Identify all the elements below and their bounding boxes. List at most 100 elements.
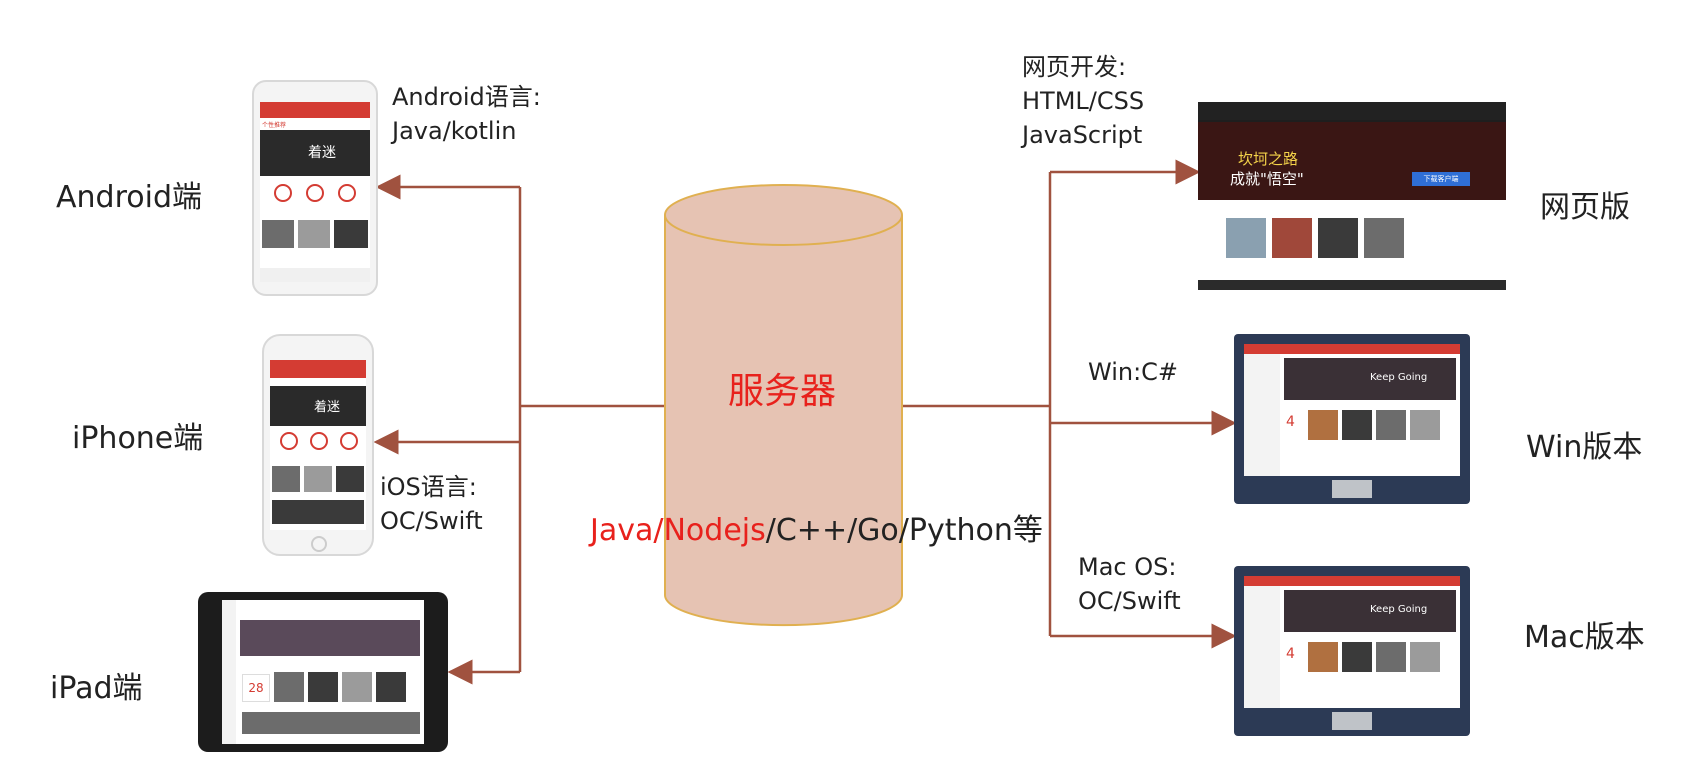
ipad-sidebar xyxy=(222,600,236,744)
album-thumb xyxy=(1318,218,1358,258)
android-tab: 个性推荐 xyxy=(262,122,287,129)
mac-label: Mac版本 xyxy=(1524,620,1645,655)
playlist-thumb xyxy=(308,672,338,702)
android-note-line2: Java/kotlin xyxy=(392,117,517,145)
mac-monitor-mockup: Keep Going 4 xyxy=(1234,566,1470,736)
win-screen: Keep Going 4 xyxy=(1244,344,1460,476)
playlist-thumb xyxy=(262,220,294,248)
web-mockup: 坎坷之路 成就"悟空" 下载客户端 xyxy=(1198,102,1506,290)
daily-recommend-icon xyxy=(306,184,324,202)
web-note-line3: JavaScript xyxy=(1022,121,1143,149)
private-fm-icon xyxy=(280,432,298,450)
web-label: 网页版 xyxy=(1540,190,1630,225)
ipad-screen: 28 xyxy=(222,600,424,744)
web-content xyxy=(1198,200,1506,280)
win-monitor-stand xyxy=(1332,480,1372,498)
playlist-thumb xyxy=(376,672,406,702)
android-banner: 着迷 xyxy=(260,130,370,176)
win-day: 4 xyxy=(1286,414,1295,430)
album-thumb xyxy=(1364,218,1404,258)
ranking-icon xyxy=(338,184,356,202)
daily-recommend-icon xyxy=(310,432,328,450)
playlist-thumb-row xyxy=(242,712,420,734)
mac-banner: Keep Going xyxy=(1284,590,1456,632)
playlist-thumb-row xyxy=(272,500,364,524)
ranking-icon xyxy=(340,432,358,450)
web-download-button[interactable]: 下载客户端 xyxy=(1412,172,1470,186)
mac-day: 4 xyxy=(1286,646,1295,662)
ios-note: iOS语言: OC/Swift xyxy=(380,470,483,538)
playlist-thumb xyxy=(336,466,364,492)
win-label: Win版本 xyxy=(1526,430,1643,465)
server-languages-red: Java/Nodejs xyxy=(590,513,766,548)
mac-note: Mac OS: OC/Swift xyxy=(1078,550,1181,618)
mac-screen: Keep Going 4 xyxy=(1244,576,1460,708)
android-screen: 个性推荐 着迷 xyxy=(260,102,370,282)
android-note-line1: Android语言: xyxy=(392,83,541,111)
right-connector xyxy=(902,159,1237,649)
web-note: 网页开发: HTML/CSS JavaScript xyxy=(1022,50,1144,152)
android-player-bar xyxy=(260,268,370,282)
web-note-line1: 网页开发: xyxy=(1022,53,1127,81)
private-fm-icon xyxy=(274,184,292,202)
mac-app-header xyxy=(1244,576,1460,586)
server-languages-rest: /C++/Go/Python等 xyxy=(765,513,1043,548)
ipad-daily-date: 28 xyxy=(242,674,270,702)
android-label: Android端 xyxy=(56,180,202,215)
mac-note-line2: OC/Swift xyxy=(1078,587,1181,615)
web-banner-line2: 成就"悟空" xyxy=(1230,170,1304,188)
android-banner-text: 着迷 xyxy=(308,145,336,161)
ipad-label: iPad端 xyxy=(50,671,143,706)
server-languages: Java/Nodejs/C++/Go/Python等 xyxy=(590,505,1043,549)
playlist-thumb xyxy=(304,466,332,492)
album-thumb xyxy=(1272,218,1312,258)
win-monitor-mockup: Keep Going 4 xyxy=(1234,334,1470,504)
left-connector xyxy=(373,174,665,685)
playlist-thumb xyxy=(274,672,304,702)
web-player-bar xyxy=(1198,280,1506,290)
iphone-banner-text: 着迷 xyxy=(314,400,341,415)
playlist-thumb xyxy=(1410,642,1440,672)
web-banner: 坎坷之路 成就"悟空" 下载客户端 xyxy=(1198,122,1506,200)
win-note: Win:C# xyxy=(1088,355,1178,389)
home-button-icon xyxy=(311,536,327,552)
iphone-mockup: 着迷 xyxy=(262,334,374,556)
win-banner-text: Keep Going xyxy=(1370,372,1428,383)
mac-banner-text: Keep Going xyxy=(1370,604,1428,615)
win-sidebar xyxy=(1244,354,1280,476)
android-phone-mockup: 个性推荐 着迷 xyxy=(252,80,378,296)
web-topnav xyxy=(1198,102,1506,120)
playlist-thumb xyxy=(1308,410,1338,440)
ios-note-line1: iOS语言: xyxy=(380,473,477,501)
win-note-line1: Win:C# xyxy=(1088,358,1179,386)
playlist-thumb xyxy=(272,466,300,492)
win-app-header xyxy=(1244,344,1460,354)
win-banner: Keep Going xyxy=(1284,358,1456,400)
playlist-thumb xyxy=(1342,642,1372,672)
playlist-thumb xyxy=(1376,410,1406,440)
playlist-thumb xyxy=(334,220,368,248)
web-note-line2: HTML/CSS xyxy=(1022,87,1145,115)
server-title: 服务器 xyxy=(728,371,837,412)
mac-sidebar xyxy=(1244,586,1280,708)
mac-monitor-stand xyxy=(1332,712,1372,730)
ipad-banner xyxy=(240,620,420,656)
playlist-thumb xyxy=(1342,410,1372,440)
playlist-thumb xyxy=(1308,642,1338,672)
iphone-label: iPhone端 xyxy=(72,421,204,456)
playlist-thumb xyxy=(298,220,330,248)
mac-note-line1: Mac OS: xyxy=(1078,553,1177,581)
web-banner-line1: 坎坷之路 xyxy=(1238,150,1299,168)
iphone-app-header xyxy=(270,360,366,378)
playlist-thumb xyxy=(1376,642,1406,672)
server-cylinder xyxy=(664,184,903,627)
android-note: Android语言: Java/kotlin xyxy=(392,80,541,148)
iphone-banner: 着迷 xyxy=(270,386,366,426)
ipad-mockup: 28 xyxy=(198,592,448,752)
android-app-header xyxy=(260,102,370,118)
album-thumb xyxy=(1226,218,1266,258)
ios-note-line2: OC/Swift xyxy=(380,507,483,535)
iphone-screen: 着迷 xyxy=(270,360,366,530)
playlist-thumb xyxy=(1410,410,1440,440)
